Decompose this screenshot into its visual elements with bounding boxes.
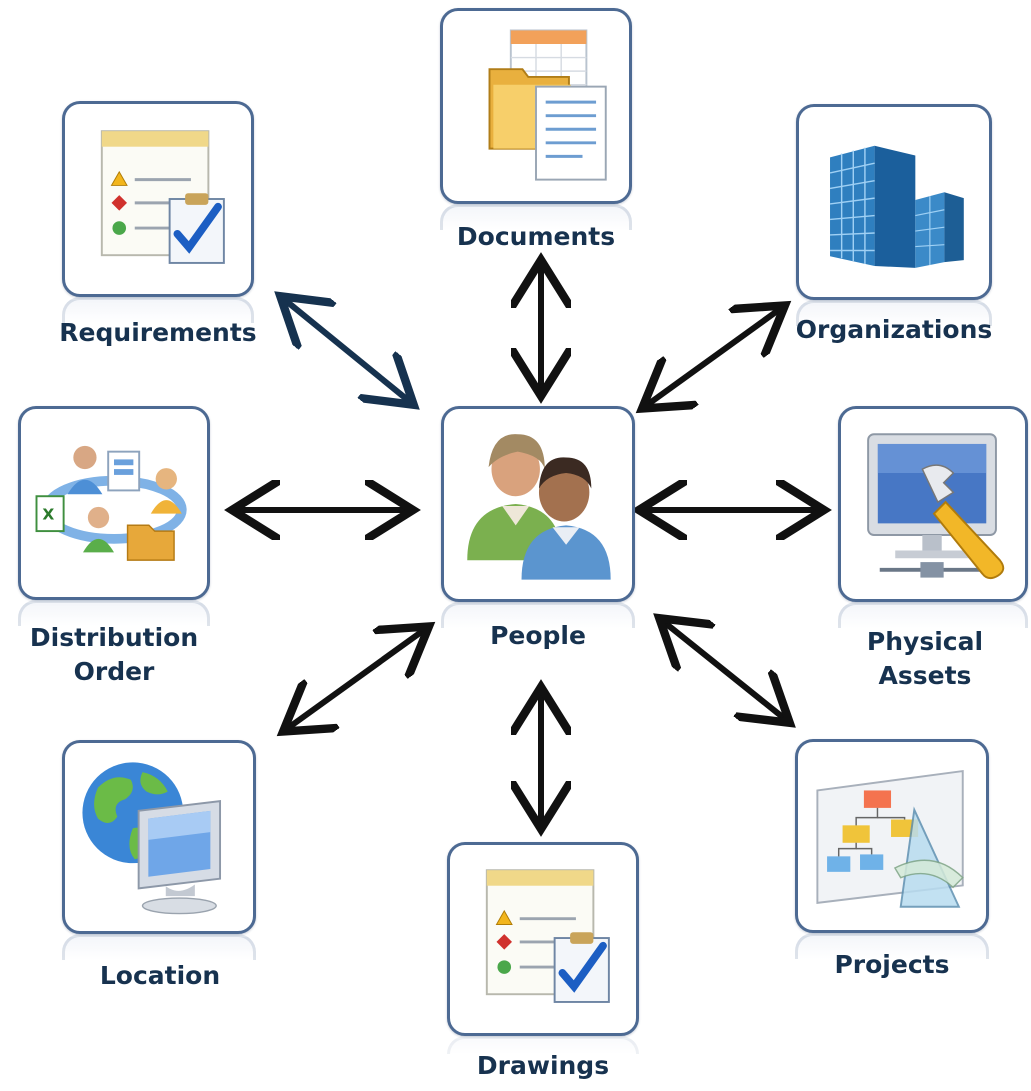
- organizations-tile[interactable]: [796, 104, 992, 300]
- physical-assets-label-line2: Assets: [878, 661, 972, 690]
- arrow-people-requirements: [285, 300, 409, 401]
- arrow-people-organizations: [647, 309, 780, 405]
- physical-assets-tile[interactable]: [838, 406, 1028, 602]
- drawings-tile[interactable]: [447, 842, 639, 1036]
- arrow-people-projects: [664, 622, 785, 719]
- computer-wrench-icon: [867, 433, 1005, 580]
- projects-tile[interactable]: [795, 739, 989, 933]
- requirements-label: Requirements: [59, 318, 257, 347]
- requirements-checklist-icon: [100, 130, 225, 264]
- projects-label: Projects: [834, 950, 950, 979]
- svg-text:X: X: [42, 505, 54, 523]
- drawings-label: Drawings: [476, 1051, 610, 1080]
- organizations-label: Organizations: [795, 315, 993, 344]
- requirements-tile[interactable]: [62, 101, 254, 297]
- documents-icon: [488, 29, 607, 181]
- people-tile[interactable]: [441, 406, 635, 602]
- arrow-people-location: [288, 630, 424, 728]
- org-chart-ruler-icon: [816, 769, 964, 908]
- documents-label: Documents: [456, 222, 616, 251]
- distribution-order-tile[interactable]: X: [18, 406, 210, 600]
- physical-assets-label-line1: Physical: [866, 627, 984, 656]
- location-tile[interactable]: [62, 740, 256, 934]
- distribution-order-label-line1: Distribution: [29, 623, 199, 652]
- distribution-cycle-icon: X: [35, 445, 187, 561]
- drawings-checklist-icon: [485, 869, 610, 1003]
- location-label: Location: [99, 961, 221, 990]
- office-buildings-icon: [829, 145, 964, 268]
- distribution-order-label-line2: Order: [73, 657, 155, 686]
- globe-monitor-icon: [82, 762, 222, 915]
- people-icon: [467, 434, 611, 580]
- people-label: People: [490, 621, 586, 650]
- documents-tile[interactable]: [440, 8, 632, 204]
